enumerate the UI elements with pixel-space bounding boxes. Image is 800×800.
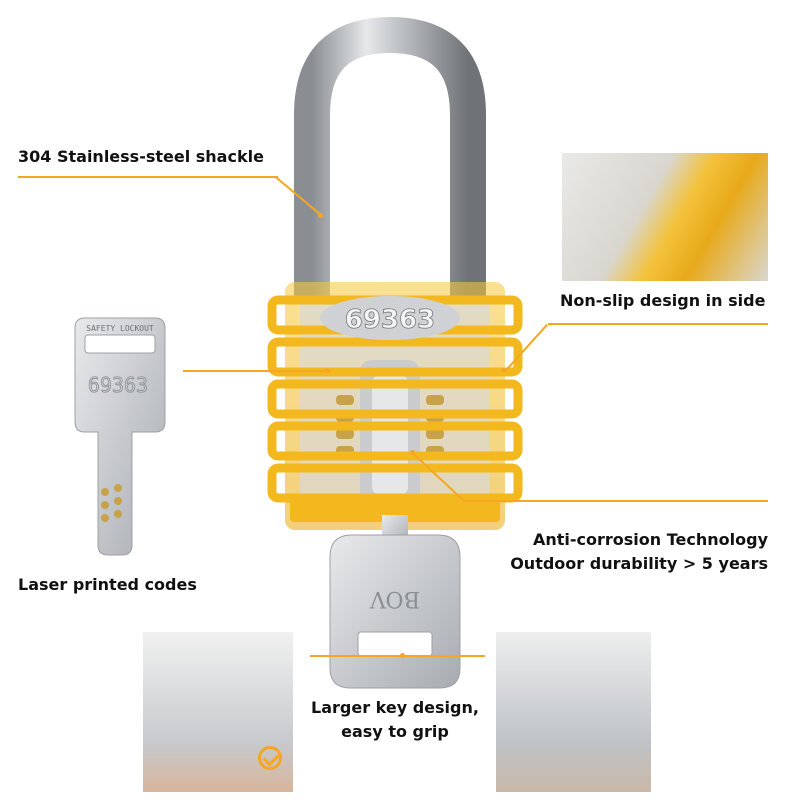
larger-key-label-1: Larger key design, [311,698,479,717]
non-slip-label: Non-slip design in side [560,291,766,310]
shackle-label: 304 Stainless-steel shackle [18,147,264,166]
larger-key-label-2: easy to grip [341,722,449,741]
key-code: 69363 [88,373,148,397]
shackle [294,16,486,300]
grip-photo-right [496,632,651,792]
lock-body-code: 69363 [345,305,435,335]
key-tag-text: SAFETY LOCKOUT [86,324,154,333]
non-slip-photo [562,153,768,281]
anti-corrosion-label-2: Outdoor durability > 5 years [510,554,768,573]
inserted-key-brand: BOV [369,586,420,611]
laser-codes-label: Laser printed codes [18,575,197,594]
laser-codes-callout-dot [325,368,330,373]
laser-codes-callout-line [183,370,328,372]
shackle-callout-line [18,176,278,178]
inserted-key: BOV [329,515,461,689]
lock-body: 69363 [267,282,523,530]
anti-corrosion-label-1: Anti-corrosion Technology [532,530,768,549]
anti-corrosion-callout-dot [410,450,415,455]
larger-key-callout-line [310,655,485,657]
loose-key: SAFETY LOCKOUT 69363 [74,317,166,556]
non-slip-callout-line [548,323,768,325]
non-slip-callout-dot [501,368,506,373]
anti-corrosion-callout-line [463,500,768,502]
checkmark-icon [258,746,282,770]
larger-key-callout-dot [400,653,405,658]
shackle-callout-dot [318,213,323,218]
